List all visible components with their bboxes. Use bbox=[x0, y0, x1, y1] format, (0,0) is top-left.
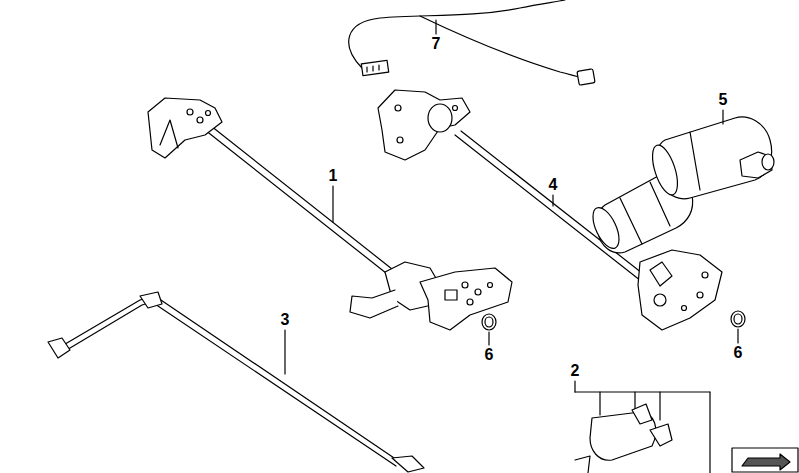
cover-caps bbox=[575, 392, 710, 473]
seat-tilt-shaft bbox=[148, 98, 512, 330]
wire-harness bbox=[349, 0, 595, 85]
bowden-cable bbox=[48, 292, 424, 472]
nav-icon bbox=[732, 448, 798, 472]
leader-lines bbox=[285, 20, 738, 392]
callout-number: 7 bbox=[430, 35, 443, 53]
seat-height-shaft bbox=[378, 90, 722, 330]
callout-number: 3 bbox=[279, 311, 292, 329]
callout-number: 1 bbox=[327, 167, 340, 185]
callout-number: 4 bbox=[547, 176, 560, 194]
callout-number: 6 bbox=[732, 344, 745, 362]
drive-motor bbox=[647, 117, 774, 199]
callout-number: 2 bbox=[569, 362, 582, 380]
callout-number: 6 bbox=[483, 346, 496, 364]
washer bbox=[482, 311, 745, 330]
callout-number: 5 bbox=[717, 91, 730, 109]
